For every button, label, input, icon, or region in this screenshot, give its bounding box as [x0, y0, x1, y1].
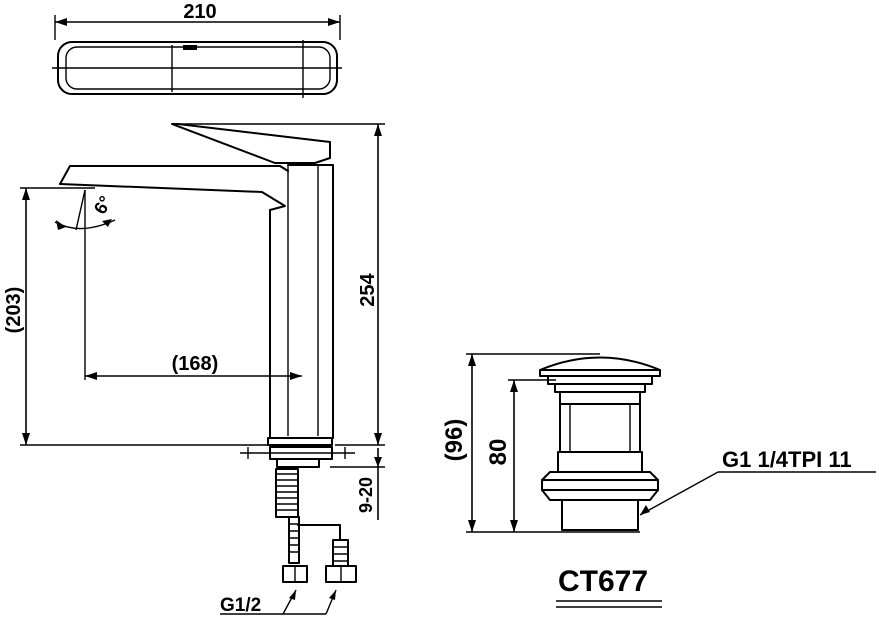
- faucet-side-view: [59, 123, 357, 583]
- deck-thickness-label: 9-20: [356, 477, 376, 513]
- dimension-spout-height: (203): [3, 187, 270, 446]
- thread-label: G1 1/4TPI 11: [722, 447, 852, 472]
- spout-reach-label: (168): [172, 353, 219, 375]
- height-label: 254: [357, 272, 379, 306]
- dimension-top-width: 210: [54, 1, 341, 40]
- dimension-height: 254: [180, 123, 385, 446]
- dimension-waste-body: 80: [485, 379, 556, 532]
- top-width-label: 210: [183, 1, 216, 23]
- connection-callout: G1/2: [220, 589, 337, 616]
- dimension-spout-reach: (168): [84, 190, 302, 380]
- waste-drawing: [539, 356, 661, 531]
- dimension-waste-overall: (96): [441, 353, 640, 533]
- angle-label: 6°: [90, 193, 116, 218]
- faucet-top-view: [52, 40, 342, 98]
- model-label-group: CT677: [556, 565, 662, 608]
- dimension-deck-thickness: 9-20: [330, 448, 385, 520]
- connection-label: G1/2: [220, 595, 261, 616]
- waste-body-label: 80: [485, 439, 512, 466]
- thread-callout: G1 1/4TPI 11: [639, 447, 876, 516]
- spout-height-label: (203): [3, 287, 25, 334]
- waste-overall-label: (96): [441, 419, 468, 462]
- model-label: CT677: [558, 565, 648, 598]
